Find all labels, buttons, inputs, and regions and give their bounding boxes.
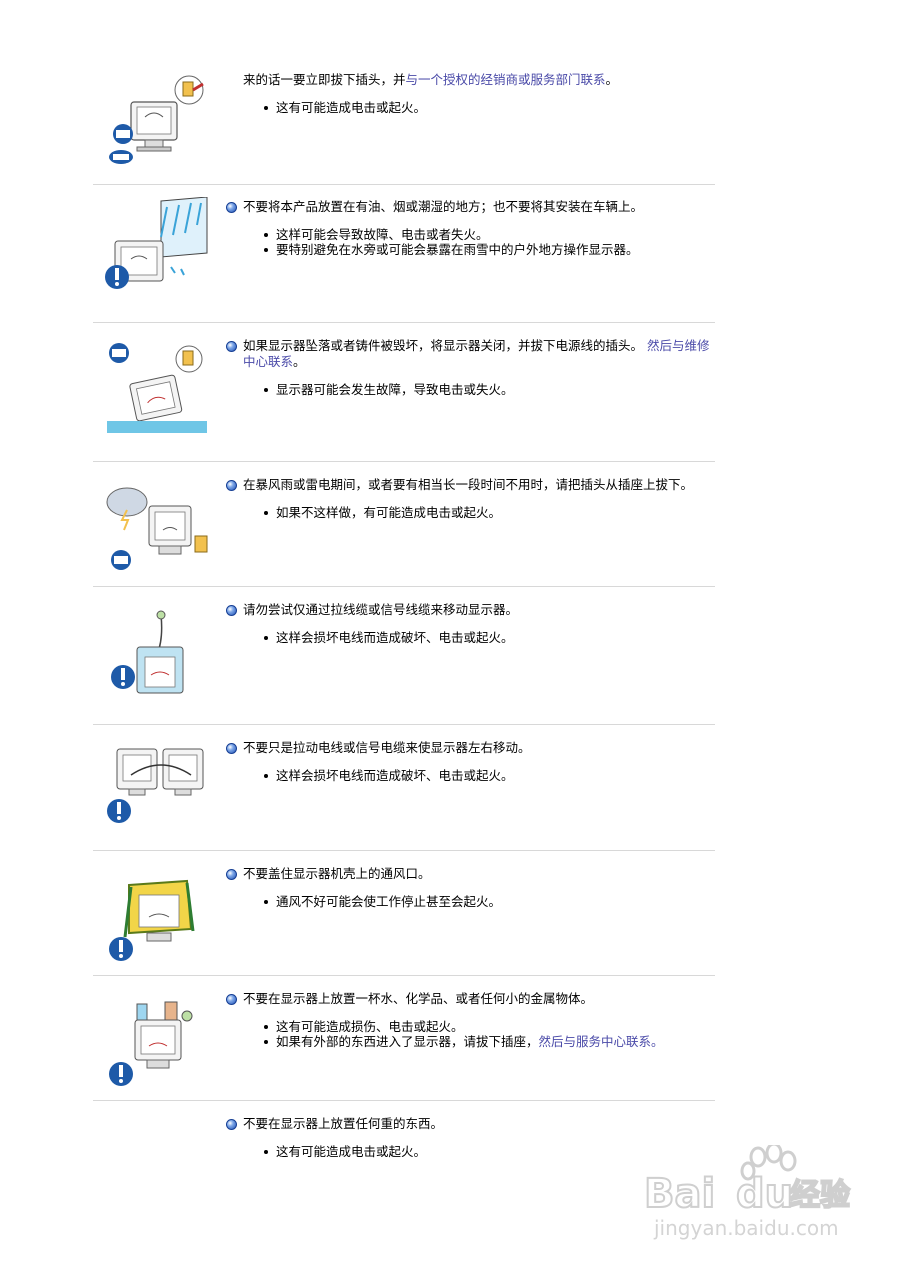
bullet-item: 显示器可能会发生故障，导致电击或失火。 — [264, 382, 713, 397]
bullet-list: 这有可能造成损伤、电击或起火。 如果有外部的东西进入了显示器，请拔下插座，然后与… — [243, 1019, 713, 1049]
brand-logo-text: Bai — [644, 1171, 715, 1217]
section-0: 来的话一要立即拔下插头，并与一个授权的经销商或服务部门联系。 这有可能造成电击或… — [93, 60, 715, 184]
service-center-link[interactable]: 然后与服务中心联系。 — [538, 1034, 664, 1049]
bullet-item: 这有可能造成电击或起火。 — [264, 1144, 713, 1159]
divider — [93, 724, 715, 725]
rain-window-illustration — [101, 197, 211, 293]
section-2: 如果显示器坠落或者铸件被毁坏，将显示器关闭，并拔下电源线的插头。 然后与维修中心… — [93, 323, 715, 461]
section-6-text: 不要盖住显示器机壳上的通风口。 通风不好可能会使工作停止甚至会起火。 — [226, 866, 713, 909]
fallen-monitor-illustration — [101, 337, 211, 433]
bullet-list: 通风不好可能会使工作停止甚至会起火。 — [243, 894, 713, 909]
bullet-item: 要特别避免在水旁或可能会暴露在雨雪中的户外地方操作显示器。 — [264, 242, 713, 257]
bullet-list: 这样会损坏电线而造成破坏、电击或起火。 — [243, 768, 713, 783]
section-2-text: 如果显示器坠落或者铸件被毁坏，将显示器关闭，并拔下电源线的插头。 然后与维修中心… — [226, 338, 713, 397]
divider — [93, 850, 715, 851]
section-4: 请勿尝试仅通过拉线缆或信号线缆来移动显示器。 这样会损坏电线而造成破坏、电击或起… — [93, 587, 715, 724]
blue-bullet-icon — [226, 743, 237, 754]
section-8-text: 不要在显示器上放置任何重的东西。 这有可能造成电击或起火。 — [226, 1116, 713, 1159]
bullet-item: 这有可能造成电击或起火。 — [264, 100, 713, 115]
title-text: 不要在显示器上放置一杯水、化学品、或者任何小的金属物体。 — [243, 991, 594, 1006]
bullet-item: 这有可能造成损伤、电击或起火。 — [264, 1019, 713, 1034]
section-3: 在暴风雨或雷电期间，或者要有相当长一段时间不用时，请把插头从插座上拔下。 如果不… — [93, 462, 715, 586]
section-title: 在暴风雨或雷电期间，或者要有相当长一段时间不用时，请把插头从插座上拔下。 — [226, 477, 713, 493]
blue-bullet-icon — [226, 994, 237, 1005]
section-8: 不要在显示器上放置任何重的东西。 这有可能造成电击或起火。 — [93, 1101, 715, 1201]
title-text: 不要将本产品放置在有油、烟或潮湿的地方；也不要将其安装在车辆上。 — [243, 199, 644, 214]
section-1: 不要将本产品放置在有油、烟或潮湿的地方；也不要将其安装在车辆上。 这样可能会导致… — [93, 185, 715, 322]
baidu-watermark: Bai du 经验 jingyan.baidu.com — [640, 1142, 860, 1245]
objects-on-monitor-illustration — [101, 994, 211, 1090]
bullet-item: 通风不好可能会使工作停止甚至会起火。 — [264, 894, 713, 909]
section-title: 不要只是拉动电线或信号电缆来使显示器左右移动。 — [226, 740, 713, 756]
brand-logo-text-2: du — [736, 1171, 793, 1217]
title-punct: 。 — [605, 72, 619, 87]
title-text: 在暴风雨或雷电期间，或者要有相当长一段时间不用时，请把插头从插座上拔下。 — [243, 477, 694, 492]
repair-center-link[interactable]: 然后与维修中心联系 — [243, 338, 710, 369]
section-4-text: 请勿尝试仅通过拉线缆或信号线缆来移动显示器。 这样会损坏电线而造成破坏、电击或起… — [226, 602, 713, 645]
divider — [93, 586, 715, 587]
bullet-list: 这样可能会导致故障、电击或者失火。 要特别避免在水旁或可能会暴露在雨雪中的户外地… — [243, 227, 713, 257]
title-text: 不要在显示器上放置任何重的东西。 — [243, 1116, 444, 1131]
section-7-text: 不要在显示器上放置一杯水、化学品、或者任何小的金属物体。 这有可能造成损伤、电击… — [226, 991, 713, 1049]
divider — [93, 461, 715, 462]
section-7: 不要在显示器上放置一杯水、化学品、或者任何小的金属物体。 这有可能造成损伤、电击… — [93, 976, 715, 1100]
watermark-url: jingyan.baidu.com — [653, 1216, 839, 1240]
section-title: 不要在显示器上放置任何重的东西。 — [226, 1116, 713, 1132]
bullet-list: 这有可能造成电击或起火。 — [243, 100, 713, 115]
divider — [93, 184, 715, 185]
bullet-item: 如果不这样做，有可能造成电击或起火。 — [264, 505, 713, 520]
section-title: 请勿尝试仅通过拉线缆或信号线缆来移动显示器。 — [226, 602, 713, 618]
section-6: 不要盖住显示器机壳上的通风口。 通风不好可能会使工作停止甚至会起火。 — [93, 851, 715, 975]
blue-bullet-icon — [226, 869, 237, 880]
title-text: 不要盖住显示器机壳上的通风口。 — [243, 866, 431, 881]
section-1-text: 不要将本产品放置在有油、烟或潮湿的地方；也不要将其安装在车辆上。 这样可能会导致… — [226, 199, 713, 257]
title-text: 如果显示器坠落或者铸件被毁坏，将显示器关闭，并拔下电源线的插头。 — [243, 338, 647, 353]
storm-unplug-illustration — [101, 476, 211, 572]
section-title: 不要将本产品放置在有油、烟或潮湿的地方；也不要将其安装在车辆上。 — [226, 199, 713, 215]
divider — [93, 322, 715, 323]
title-text: 请勿尝试仅通过拉线缆或信号线缆来移动显示器。 — [243, 602, 519, 617]
section-5-text: 不要只是拉动电线或信号电缆来使显示器左右移动。 这样会损坏电线而造成破坏、电击或… — [226, 740, 713, 783]
bullet-item: 这样会损坏电线而造成破坏、电击或起火。 — [264, 630, 713, 645]
service-link[interactable]: 与一个授权的经销商或服务部门联系 — [405, 72, 606, 87]
section-5: 不要只是拉动电线或信号电缆来使显示器左右移动。 这样会损坏电线而造成破坏、电击或… — [93, 725, 715, 850]
unplug-illustration — [101, 72, 211, 168]
blue-bullet-icon — [226, 480, 237, 491]
blue-bullet-icon — [226, 1119, 237, 1130]
blue-bullet-icon — [226, 202, 237, 213]
bullet-item: 这样会损坏电线而造成破坏、电击或起火。 — [264, 768, 713, 783]
bullet-list: 这样会损坏电线而造成破坏、电击或起火。 — [243, 630, 713, 645]
lift-by-cable-illustration — [101, 607, 211, 703]
blue-bullet-icon — [226, 341, 237, 352]
covered-vent-illustration — [101, 869, 211, 965]
brand-logo-cn: 经验 — [790, 1178, 850, 1213]
divider — [93, 975, 715, 976]
section-title: 来的话一要立即拔下插头，并与一个授权的经销商或服务部门联系。 — [243, 72, 713, 88]
blue-bullet-icon — [226, 605, 237, 616]
bullet-item: 这样可能会导致故障、电击或者失火。 — [264, 227, 713, 242]
bullet-list: 如果不这样做，有可能造成电击或起火。 — [243, 505, 713, 520]
bullet-list: 这有可能造成电击或起火。 — [243, 1144, 713, 1159]
title-punct: 。 — [293, 354, 306, 369]
title-text: 来的话一要立即拔下插头，并 — [243, 72, 406, 87]
section-0-text: 来的话一要立即拔下插头，并与一个授权的经销商或服务部门联系。 这有可能造成电击或… — [243, 72, 713, 115]
bullet-list: 显示器可能会发生故障，导致电击或失火。 — [243, 382, 713, 397]
divider — [93, 1100, 715, 1101]
bullet-item: 如果有外部的东西进入了显示器，请拔下插座，然后与服务中心联系。 — [264, 1034, 713, 1049]
section-title: 不要在显示器上放置一杯水、化学品、或者任何小的金属物体。 — [226, 991, 713, 1007]
title-text: 不要只是拉动电线或信号电缆来使显示器左右移动。 — [243, 740, 531, 755]
section-3-text: 在暴风雨或雷电期间，或者要有相当长一段时间不用时，请把插头从插座上拔下。 如果不… — [226, 477, 713, 520]
section-title: 如果显示器坠落或者铸件被毁坏，将显示器关闭，并拔下电源线的插头。 然后与维修中心… — [226, 338, 713, 370]
drag-by-cable-illustration — [101, 739, 211, 835]
section-title: 不要盖住显示器机壳上的通风口。 — [226, 866, 713, 882]
